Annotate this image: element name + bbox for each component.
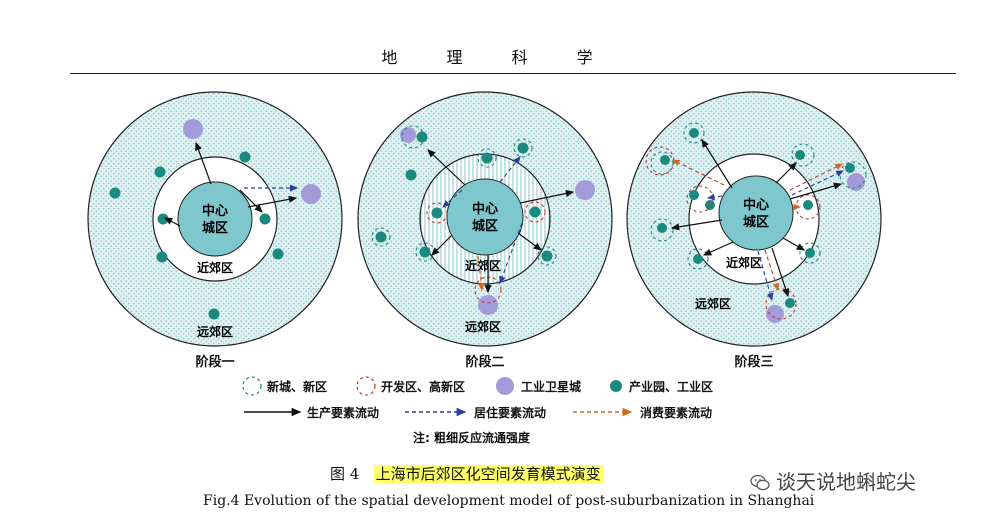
legend-new-town-symbol [242, 376, 262, 396]
consumption-flows [672, 159, 843, 292]
wechat-icon [750, 474, 770, 491]
watermark-text: 谈天说地蝌蛇尖 [776, 470, 916, 494]
center-label-line2: 城区 [202, 220, 228, 236]
stage-2-diagram: 中心 城区 近郊区 远郊区 [357, 91, 613, 347]
satellite-city-dot [847, 173, 865, 191]
center-label-line2: 城区 [743, 214, 769, 230]
stage-3-diagram: 中心 城区 近郊区 远郊区 [626, 91, 882, 347]
center-label-line2: 城区 [472, 218, 498, 234]
outer-zone-label: 远郊区 [465, 319, 501, 334]
center-label-line1: 中心 [202, 203, 228, 219]
center-label-line1: 中心 [743, 197, 769, 213]
inner-zone-label: 近郊区 [465, 258, 501, 273]
satellite-city-dot [301, 184, 321, 204]
production-flows [670, 138, 843, 298]
watermark: 谈天说地蝌蛇尖 [750, 466, 916, 495]
city-center [718, 175, 794, 251]
stage-1-label: 阶段一 [195, 355, 235, 370]
industrial-park-dots [375, 131, 553, 262]
satellite-city-dot [183, 119, 203, 139]
legend-symbols [242, 376, 633, 417]
legend-production-flow-label: 生产要素流动 [307, 406, 380, 420]
satellite-city-dot [478, 295, 498, 315]
legend-consumption-flow-label: 消费要素流动 [640, 406, 713, 420]
satellite-city-dot [766, 305, 784, 323]
residential-flows [442, 156, 523, 285]
stage-1-diagram: 中心 城区 近郊区 远郊区 [87, 91, 343, 347]
legend-satellite-symbol [496, 377, 514, 395]
city-center [446, 178, 524, 256]
figure-caption-en: Fig.4 Evolution of the spatial developme… [203, 493, 815, 509]
inner-zone-label: 近郊区 [197, 260, 233, 275]
city-center [177, 181, 253, 257]
stage-2-label: 阶段二 [465, 355, 505, 370]
legend-dev-zone-symbol [356, 376, 376, 396]
legend-park-symbol [610, 380, 622, 392]
production-flows [163, 141, 298, 227]
figure-caption-cn: 图 4 上海市后郊区化空间发育模式演变 [330, 463, 603, 484]
legend-residential-flow-label: 居住要素流动 [474, 406, 547, 420]
legend-note: 注: 粗细反应流通强度 [413, 431, 530, 445]
legend-dev-zone-label: 开发区、高新区 [381, 380, 466, 394]
industrial-park-dots [109, 151, 284, 320]
journal-header: 地 理 科 学 [381, 48, 615, 67]
inner-zone-label: 近郊区 [726, 255, 762, 270]
header-rule [70, 73, 956, 74]
satellite-city-dot [400, 127, 416, 143]
satellite-city-dot [575, 180, 595, 200]
consumption-flow [477, 255, 485, 292]
stage-3-label: 阶段三 [734, 355, 774, 370]
legend-new-town-label: 新城、新区 [267, 380, 328, 394]
figure-title-cn: 上海市后郊区化空间发育模式演变 [373, 465, 603, 483]
outer-zone-label: 远郊区 [695, 296, 731, 311]
figure-number: 图 4 [330, 465, 360, 483]
outer-zone-label: 远郊区 [197, 324, 233, 339]
center-label-line1: 中心 [472, 201, 498, 217]
residential-flows [706, 170, 844, 302]
production-flows [427, 149, 575, 294]
industrial-park-dots [657, 128, 855, 308]
legend-satellite-label: 工业卫星城 [521, 380, 582, 394]
legend-park-label: 产业园、工业区 [629, 380, 714, 394]
